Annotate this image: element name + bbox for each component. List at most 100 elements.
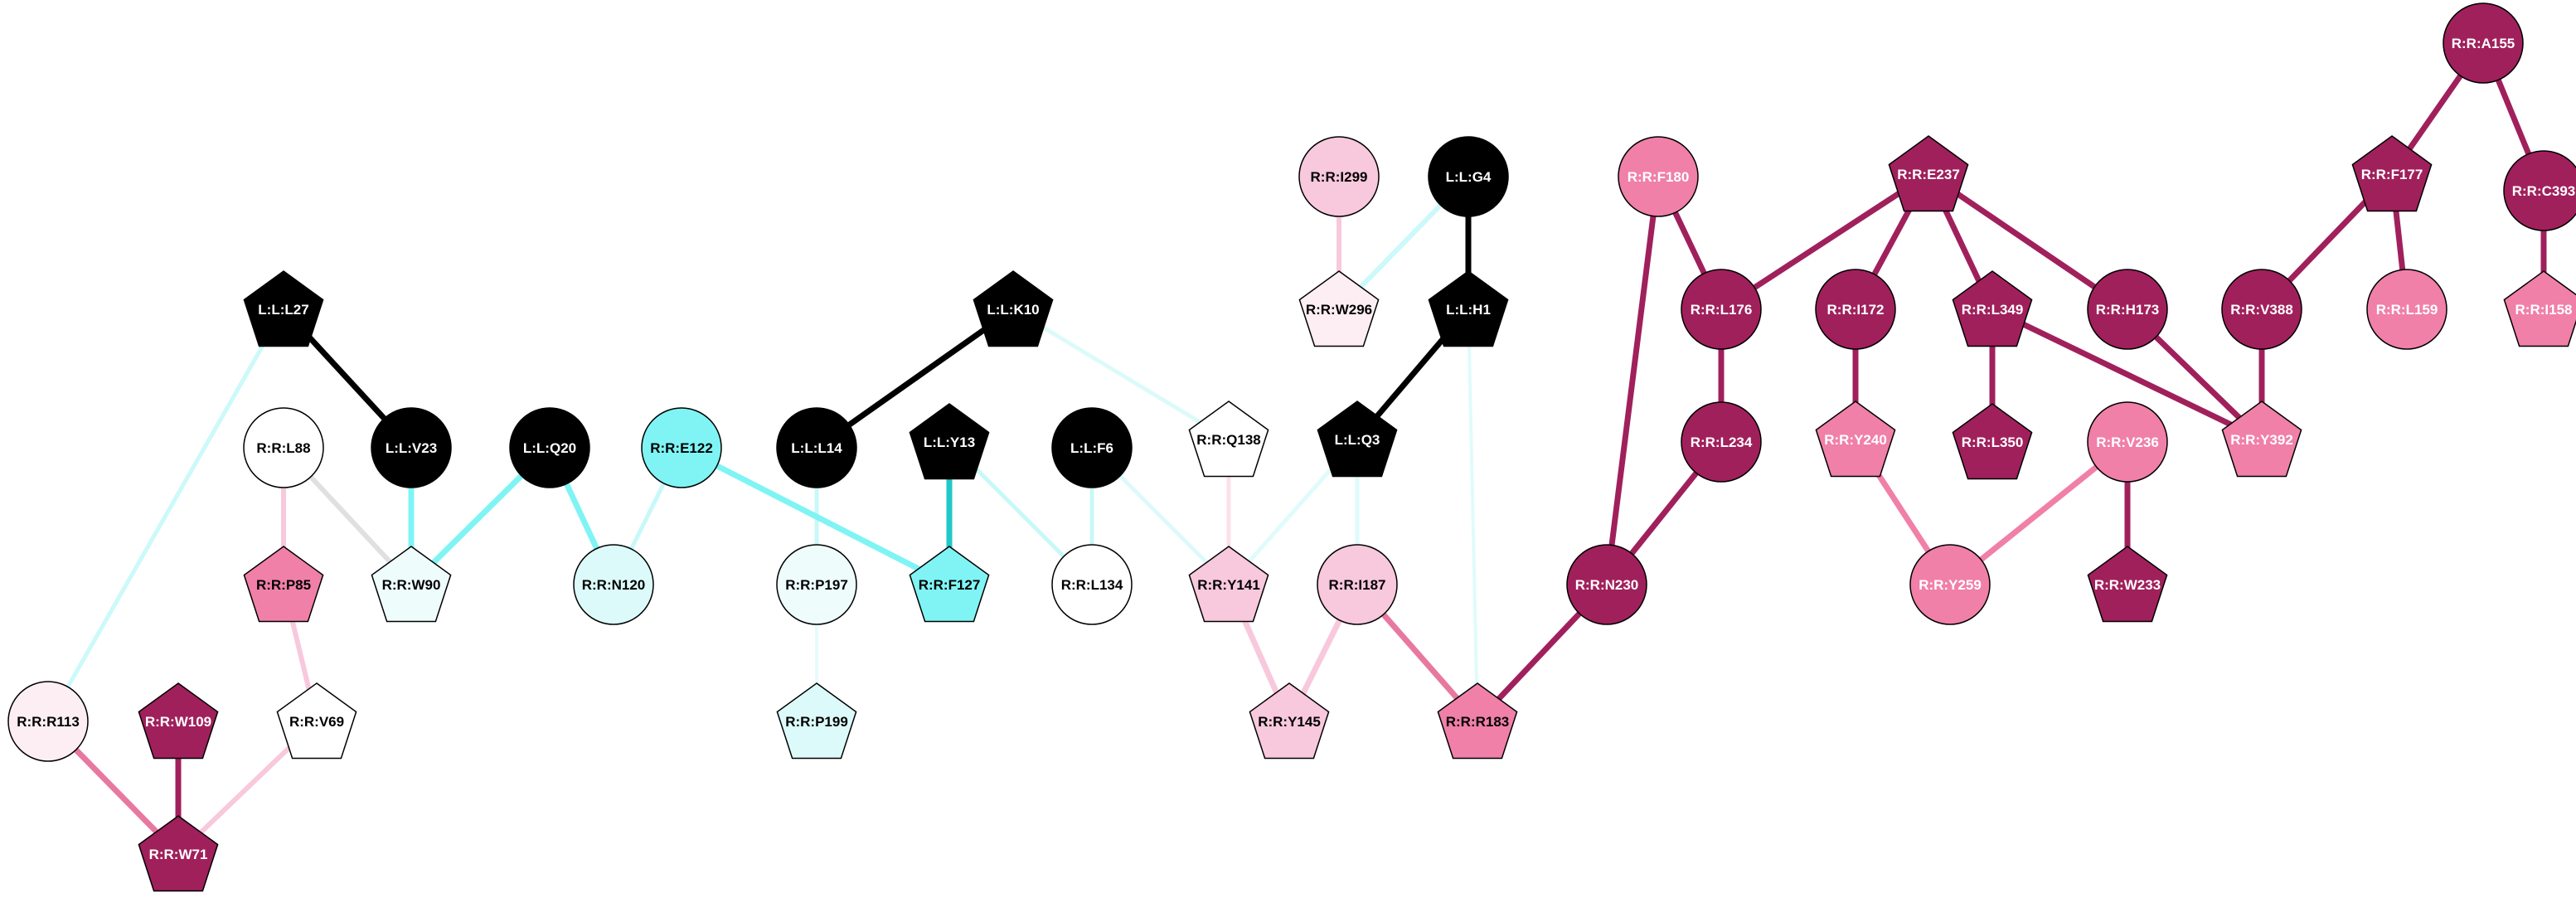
node-pentagon-shape	[1952, 403, 2033, 480]
node-r-r-l350[interactable]: R:R:L350	[1952, 403, 2033, 480]
node-l-l-k10[interactable]: L:L:K10	[973, 270, 1054, 347]
node-pentagon-shape	[1952, 270, 2033, 347]
node-r-r-w109[interactable]: R:R:W109	[138, 682, 219, 760]
node-r-r-l134[interactable]: R:R:L134	[1051, 544, 1133, 625]
node-r-r-n230[interactable]: R:R:N230	[1566, 544, 1647, 625]
node-circle-shape	[243, 407, 324, 488]
node-label: L:L:G4	[1446, 169, 1492, 185]
node-label: R:R:P199	[785, 714, 848, 730]
node-r-r-i172[interactable]: R:R:I172	[1815, 269, 1896, 350]
node-l-l-l27[interactable]: L:L:L27	[243, 270, 324, 347]
node-circle-shape	[2087, 401, 2168, 483]
node-r-r-i299[interactable]: R:R:I299	[1298, 136, 1380, 217]
node-pentagon-shape	[909, 403, 990, 480]
node-l-l-g4[interactable]: L:L:G4	[1428, 136, 1509, 217]
node-r-r-c393[interactable]: R:R:C393	[2503, 150, 2576, 231]
node-label: R:R:W233	[2094, 577, 2161, 593]
edge-r-r-e237-to-r-r-l176	[1718, 171, 1932, 313]
node-label: R:R:Y392	[2230, 432, 2293, 448]
node-circle-shape	[2443, 2, 2524, 84]
node-pentagon-shape	[1888, 135, 1969, 212]
node-r-r-y240[interactable]: R:R:Y240	[1815, 400, 1896, 478]
node-label: R:R:I158	[2515, 302, 2573, 318]
node-r-r-v388[interactable]: R:R:V388	[2221, 269, 2302, 350]
node-circle-shape	[1909, 544, 1991, 625]
node-r-r-r113[interactable]: R:R:R113	[7, 681, 89, 762]
node-r-r-f180[interactable]: R:R:F180	[1618, 136, 1699, 217]
node-r-r-q138[interactable]: R:R:Q138	[1188, 400, 1269, 478]
node-r-r-l349[interactable]: R:R:L349	[1952, 270, 2033, 347]
node-l-l-v23[interactable]: L:L:V23	[371, 407, 452, 488]
node-l-l-y13[interactable]: L:L:Y13	[909, 403, 990, 480]
node-label: R:R:W109	[145, 714, 211, 730]
node-r-r-l88[interactable]: R:R:L88	[243, 407, 324, 488]
node-l-l-h1[interactable]: L:L:H1	[1428, 270, 1509, 347]
node-pentagon-shape	[243, 270, 324, 347]
node-label: L:L:K10	[987, 302, 1039, 318]
edge-r-r-f180-to-r-r-n230	[1603, 173, 1662, 588]
node-label: R:R:F180	[1628, 169, 1690, 185]
node-l-l-q20[interactable]: L:L:Q20	[509, 407, 590, 488]
node-r-r-e237[interactable]: R:R:E237	[1888, 135, 1969, 212]
node-circle-shape	[371, 407, 452, 488]
node-circle-shape	[1428, 136, 1509, 217]
node-r-r-a155[interactable]: R:R:A155	[2443, 2, 2524, 84]
node-label: R:R:V388	[2230, 302, 2293, 318]
node-pentagon-shape	[2503, 270, 2576, 347]
node-r-r-i158[interactable]: R:R:I158	[2503, 270, 2576, 347]
node-r-r-w71[interactable]: R:R:W71	[138, 815, 219, 892]
node-r-r-p199[interactable]: R:R:P199	[776, 682, 857, 760]
node-label: L:L:Q3	[1335, 432, 1380, 448]
node-label: R:R:Y141	[1197, 577, 1260, 593]
node-r-r-y145[interactable]: R:R:Y145	[1249, 682, 1330, 760]
node-label: R:R:Y145	[1258, 714, 1321, 730]
node-r-r-i187[interactable]: R:R:I187	[1317, 544, 1398, 625]
node-circle-shape	[1051, 407, 1133, 488]
node-pentagon-shape	[1437, 682, 1518, 760]
node-label: R:R:L134	[1061, 577, 1123, 593]
node-r-r-v69[interactable]: R:R:V69	[276, 682, 357, 760]
node-r-r-l234[interactable]: R:R:L234	[1681, 401, 1762, 483]
node-label: R:R:I187	[1329, 577, 1386, 593]
node-pentagon-shape	[1815, 400, 1896, 478]
node-r-r-l176[interactable]: R:R:L176	[1681, 269, 1762, 350]
node-r-r-v236[interactable]: R:R:V236	[2087, 401, 2168, 483]
node-r-r-y392[interactable]: R:R:Y392	[2221, 400, 2302, 478]
edge-r-r-l349-to-r-r-y392	[1989, 306, 2265, 443]
node-r-r-w233[interactable]: R:R:W233	[2087, 546, 2168, 623]
node-pentagon-shape	[1428, 270, 1509, 347]
node-r-r-n120[interactable]: R:R:N120	[573, 544, 654, 625]
node-pentagon-shape	[2221, 400, 2302, 478]
node-label: R:R:C393	[2512, 183, 2576, 199]
node-r-r-w296[interactable]: R:R:W296	[1298, 270, 1380, 347]
edge-r-r-e122-to-r-r-f127	[678, 444, 953, 588]
node-label: R:R:N230	[1575, 577, 1639, 593]
node-l-l-l14[interactable]: L:L:L14	[776, 407, 857, 488]
node-r-r-p197[interactable]: R:R:P197	[776, 544, 857, 625]
node-circle-shape	[776, 407, 857, 488]
node-r-r-w90[interactable]: R:R:W90	[371, 546, 452, 623]
node-r-r-e122[interactable]: R:R:E122	[641, 407, 722, 488]
node-circle-shape	[1618, 136, 1699, 217]
node-r-r-y259[interactable]: R:R:Y259	[1909, 544, 1991, 625]
node-r-r-p85[interactable]: R:R:P85	[243, 546, 324, 623]
node-l-l-q3[interactable]: L:L:Q3	[1317, 400, 1398, 478]
node-label: R:R:V69	[289, 714, 344, 730]
node-label: R:R:L350	[1962, 434, 2024, 450]
node-label: R:R:L176	[1691, 302, 1753, 318]
node-label: R:R:A155	[2452, 36, 2515, 51]
node-label: L:L:Y13	[924, 434, 975, 450]
node-r-r-f127[interactable]: R:R:F127	[909, 546, 990, 623]
node-r-r-h173[interactable]: R:R:H173	[2087, 269, 2168, 350]
node-label: R:R:F177	[2361, 167, 2423, 182]
node-r-r-l159[interactable]: R:R:L159	[2366, 269, 2447, 350]
node-label: R:R:Q138	[1196, 432, 1260, 448]
node-circle-shape	[2221, 269, 2302, 350]
node-r-r-f177[interactable]: R:R:F177	[2351, 135, 2433, 212]
node-label: R:R:Y240	[1824, 432, 1887, 448]
node-l-l-f6[interactable]: L:L:F6	[1051, 407, 1133, 488]
node-r-r-y141[interactable]: R:R:Y141	[1188, 546, 1269, 623]
node-label: R:R:R113	[17, 714, 80, 730]
node-pentagon-shape	[1298, 270, 1380, 347]
node-r-r-r183[interactable]: R:R:R183	[1437, 682, 1518, 760]
